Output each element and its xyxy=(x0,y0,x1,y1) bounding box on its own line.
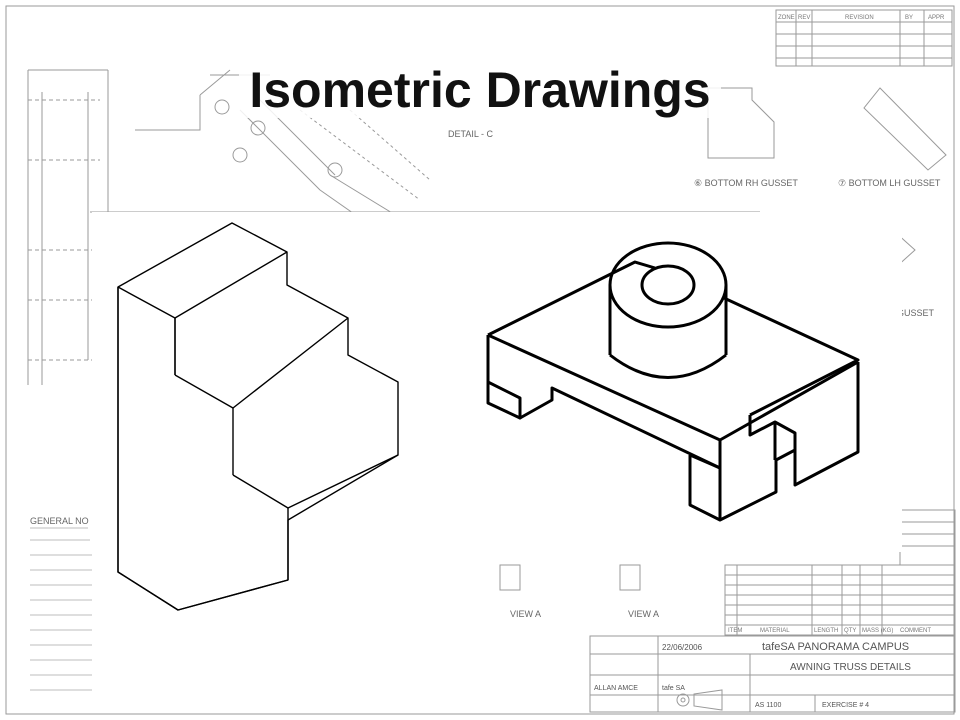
col-mass: MASS (KG) xyxy=(862,628,893,634)
rev-zone: ZONE xyxy=(778,15,795,21)
title-block-exercise: EXERCISE # 4 xyxy=(822,702,869,709)
rev-rev: REV xyxy=(798,15,810,21)
gusset-lh-label: ⑦ BOTTOM LH GUSSET xyxy=(838,178,941,188)
title-block-drawing-title: AWNING TRUSS DETAILS xyxy=(790,662,911,673)
isometric-stair-block xyxy=(117,222,399,611)
col-length: LENGTH xyxy=(814,628,838,634)
title-block-approved: tafe SA xyxy=(662,685,685,692)
isometric-cylinder-block xyxy=(486,241,860,522)
rev-by: BY xyxy=(905,15,913,21)
general-notes-heading: GENERAL NO xyxy=(30,516,89,526)
col-material: MATERIAL xyxy=(760,628,790,634)
rev-appr: APPR xyxy=(928,15,945,21)
title-block-checked: ALLAN AMCE xyxy=(594,685,638,692)
detail-c-label: DETAIL - C xyxy=(448,129,494,139)
rev-revision: REVISION xyxy=(845,15,874,21)
view-a-label-1: VIEW A xyxy=(510,609,541,619)
col-comments: COMMENT xyxy=(900,628,931,634)
title-block-campus: tafeSA PANORAMA CAMPUS xyxy=(762,641,909,653)
view-a-label-2: VIEW A xyxy=(628,609,659,619)
gusset-side-label: GUSSET xyxy=(897,308,935,318)
slide-title: Isometric Drawings xyxy=(0,58,960,122)
title-block-standard: AS 1100 xyxy=(755,702,781,709)
slide-title-text: Isometric Drawings xyxy=(239,62,721,118)
title-block-date: 22/06/2006 xyxy=(662,643,703,652)
gusset-rh-label: ⑥ BOTTOM RH GUSSET xyxy=(694,178,798,188)
col-item: ITEM xyxy=(728,628,742,634)
col-qty: QTY xyxy=(844,628,856,634)
